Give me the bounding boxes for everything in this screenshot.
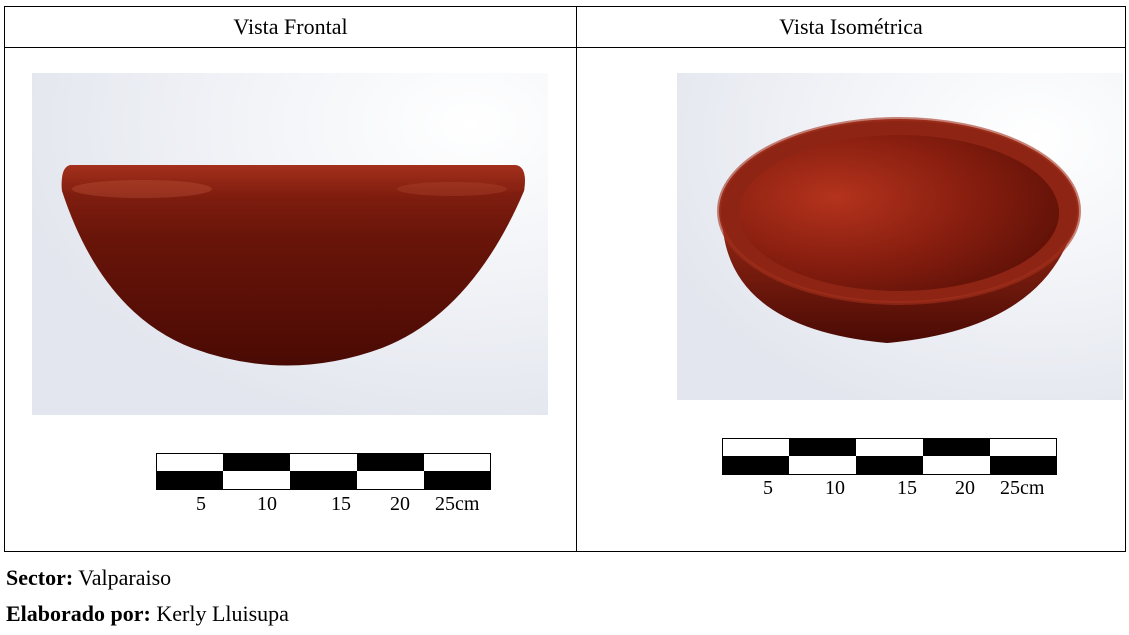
front-scale-tick-15: 15 <box>331 493 351 515</box>
front-scale-tick-20: 20 <box>390 493 410 515</box>
author-value: Kerly Lluisupa <box>150 601 289 626</box>
header-isometric-view: Vista Isométrica <box>779 14 923 39</box>
iso-scale-tick-20: 20 <box>955 477 975 499</box>
author-line: Elaborado por: Kerly Lluisupa <box>6 601 289 627</box>
table-header-divider <box>4 47 1126 48</box>
front-scale-tick-5: 5 <box>196 493 206 515</box>
table-left-border <box>4 6 5 552</box>
iso-scale-tick-10: 10 <box>825 477 845 499</box>
table-top-border <box>4 6 1126 7</box>
table-right-border <box>1125 6 1126 552</box>
table-bottom-border <box>4 551 1126 552</box>
sector-value: Valparaiso <box>73 565 172 590</box>
sector-label: Sector: <box>6 565 74 590</box>
front-scale-bar <box>156 453 491 490</box>
views-table: Vista Frontal Vista Isométrica <box>4 6 1126 552</box>
iso-scale-tick-25cm: 25cm <box>1000 477 1045 499</box>
front-scale-tick-10: 10 <box>257 493 277 515</box>
table-center-divider <box>576 6 577 552</box>
front-scale-tick-25cm: 25cm <box>435 493 480 515</box>
isometric-view-bowl-image <box>677 73 1123 400</box>
front-view-bowl-image <box>32 73 548 415</box>
header-front-view: Vista Frontal <box>233 14 348 39</box>
iso-scale-tick-5: 5 <box>763 477 773 499</box>
isometric-scale-bar <box>722 438 1057 475</box>
author-label: Elaborado por: <box>6 601 151 626</box>
iso-scale-tick-15: 15 <box>897 477 917 499</box>
sector-line: Sector: Valparaiso <box>6 565 171 591</box>
